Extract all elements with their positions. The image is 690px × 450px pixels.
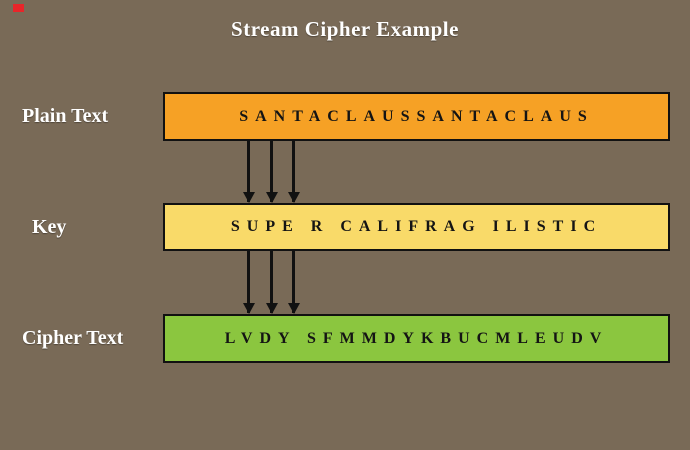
down-arrow-icon: [270, 141, 273, 202]
red-square-badge: [13, 4, 24, 12]
plain-text-bar: SANTACLAUSSANTACLAUS: [163, 92, 670, 141]
plain-text-label: Plain Text: [22, 105, 109, 127]
down-arrow-icon: [292, 141, 295, 202]
down-arrow-icon: [247, 141, 250, 202]
cipher-text-label: Cipher Text: [22, 327, 124, 349]
key-bar: SUPE R CALIFRAG ILISTIC: [163, 203, 670, 251]
diagram-title: Stream Cipher Example: [231, 17, 459, 41]
key-label: Key: [32, 216, 67, 238]
down-arrow-icon: [292, 251, 295, 313]
down-arrow-icon: [247, 251, 250, 313]
down-arrow-icon: [270, 251, 273, 313]
cipher-text-bar: LVDY SFMMDYKBUCMLEUDV: [163, 314, 670, 363]
